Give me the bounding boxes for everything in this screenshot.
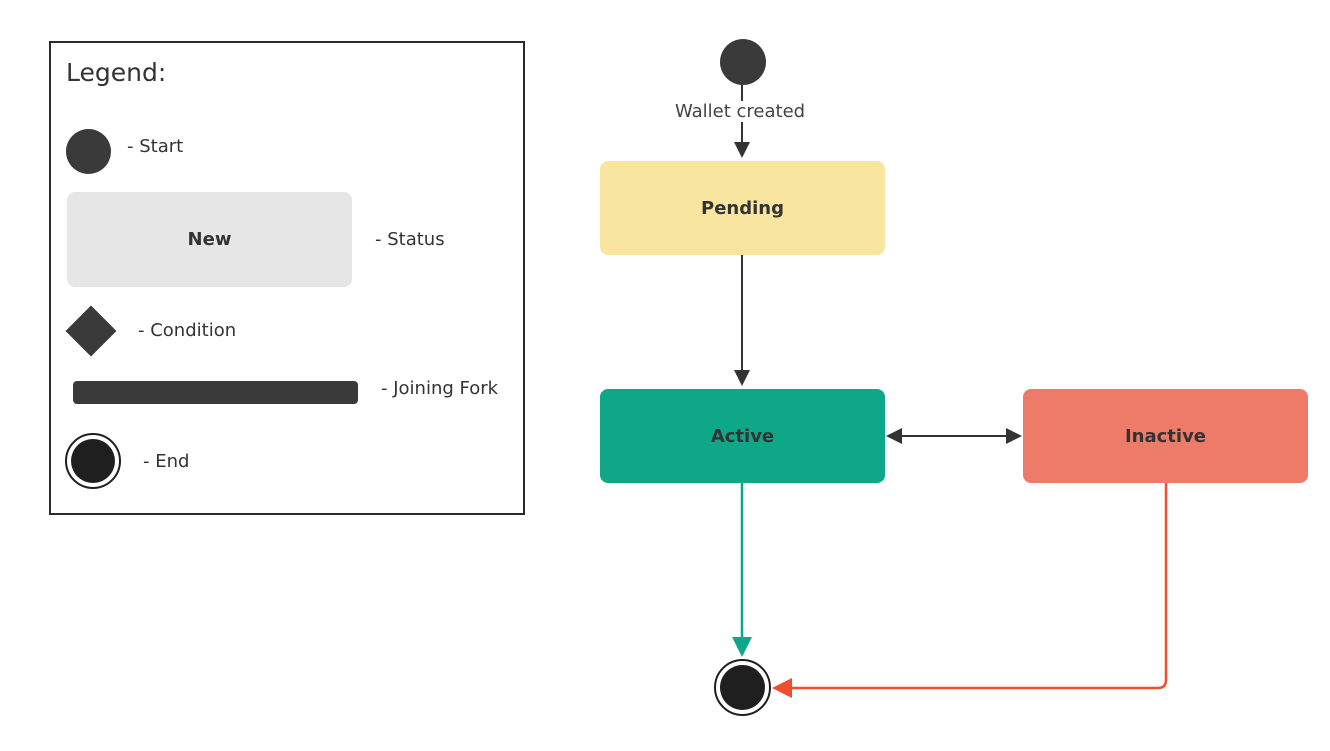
legend-end-symbol-inner bbox=[71, 439, 115, 483]
legend-condition-label: - Condition bbox=[138, 320, 237, 341]
arrowhead-active bbox=[734, 370, 750, 386]
wallet-created-label: Wallet created bbox=[673, 101, 808, 122]
start-node bbox=[720, 39, 766, 85]
state-pending-label: Pending bbox=[701, 197, 784, 219]
arrowhead-pending bbox=[734, 142, 750, 158]
arrowhead-to-inactive bbox=[1006, 428, 1022, 444]
legend-status-label: - Status bbox=[375, 229, 445, 250]
end-node-inner bbox=[720, 665, 765, 710]
legend-joining-fork-label: - Joining Fork bbox=[381, 378, 499, 399]
legend-start-label: - Start bbox=[127, 136, 184, 157]
legend-joining-fork-symbol bbox=[73, 381, 358, 404]
legend-end-symbol bbox=[65, 433, 121, 489]
legend-end-label: - End bbox=[143, 451, 190, 472]
state-inactive[interactable]: Inactive bbox=[1023, 389, 1308, 483]
state-active-label: Active bbox=[710, 425, 775, 447]
legend-title: Legend: bbox=[66, 58, 167, 87]
state-inactive-label: Inactive bbox=[1124, 425, 1207, 447]
legend-status-symbol: New bbox=[67, 192, 352, 287]
end-node bbox=[714, 659, 771, 716]
state-active[interactable]: Active bbox=[600, 389, 885, 483]
legend-status-sample: New bbox=[187, 229, 232, 250]
arrowhead-end-from-active bbox=[732, 637, 752, 657]
transition-inactive-to-end bbox=[788, 483, 1168, 690]
legend-start-symbol bbox=[66, 129, 111, 174]
arrowhead-end-from-inactive bbox=[772, 678, 792, 698]
state-pending[interactable]: Pending bbox=[600, 161, 885, 255]
arrowhead-to-active bbox=[886, 428, 902, 444]
legend-box bbox=[49, 41, 525, 515]
